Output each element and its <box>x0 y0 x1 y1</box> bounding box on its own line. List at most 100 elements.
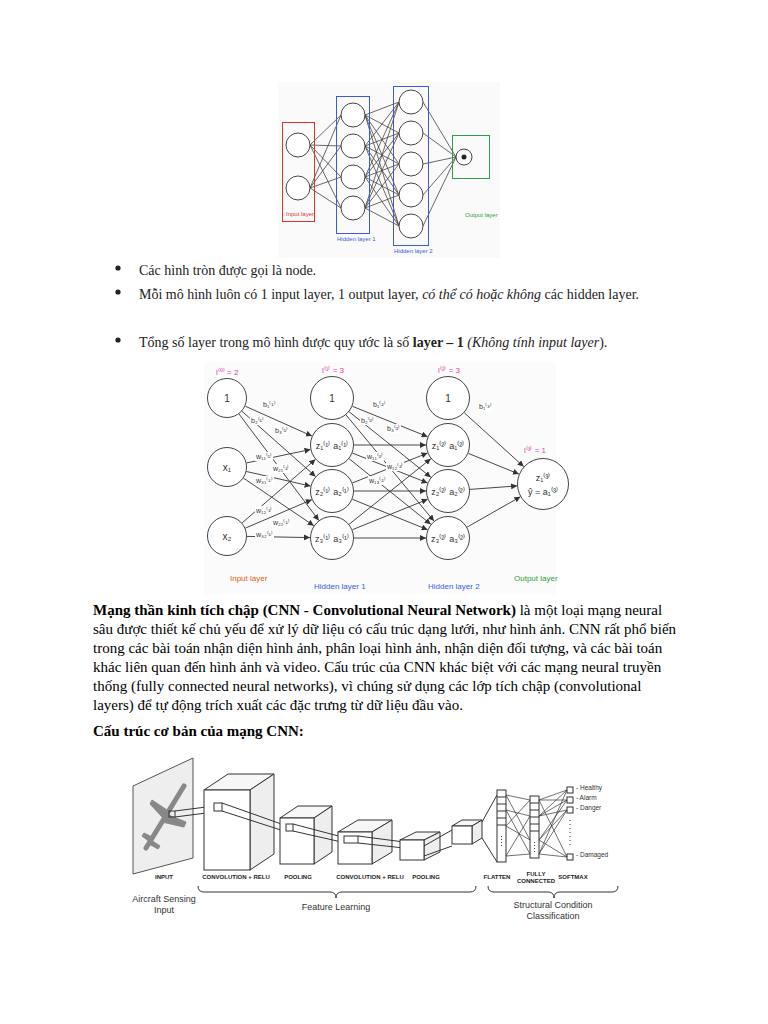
weight-connector <box>464 413 523 467</box>
weight-connector <box>353 453 428 483</box>
weight-label: b₁⁽¹⁾ <box>262 400 277 409</box>
dense-link <box>506 810 530 854</box>
weight-label: b₁⁽²⁾ <box>372 400 387 409</box>
box-side <box>314 806 332 864</box>
conv-volume <box>204 774 274 870</box>
neuron-node: 1 <box>310 376 354 420</box>
bullet-text: Tổng số layer trong mô hình được quy ước… <box>139 335 413 350</box>
node-text: a₁⁽¹⁾ <box>333 439 348 452</box>
layer-size: l⁽²⁾ = 3 <box>438 364 460 375</box>
bracket <box>488 886 618 898</box>
node-text: a₂⁽²⁾ <box>449 485 465 498</box>
projection-line <box>482 795 497 862</box>
bracket <box>198 886 476 898</box>
box-front <box>400 840 424 860</box>
box-front <box>452 826 472 844</box>
weight-label: w₁₁⁽²⁾ <box>366 452 384 461</box>
column-cell <box>497 825 506 826</box>
figure-caption: Aircraft Sensing Input <box>126 894 202 916</box>
dense-link <box>539 790 567 816</box>
ellipsis-dots <box>501 836 502 846</box>
weight-connector <box>349 412 431 477</box>
weight-connector <box>247 472 311 487</box>
neuron-circle <box>286 133 310 157</box>
class-square <box>567 787 573 793</box>
pooling-volume <box>400 832 440 860</box>
layer-caption: Output layer <box>514 574 558 583</box>
dense-link <box>539 810 567 816</box>
dense-link <box>506 795 530 800</box>
neuron-circle <box>399 183 423 207</box>
neuron-circle <box>456 149 472 165</box>
bullet-emphasis: (Không tính input layer <box>464 335 599 350</box>
layer-size: l⁽¹⁾ = 3 <box>322 364 344 375</box>
figure-caption: Structural Condition Classification <box>500 900 606 922</box>
dense-link <box>539 790 567 854</box>
class-label: - Healthy <box>576 784 602 791</box>
figure-ground <box>204 362 556 594</box>
weight-label: b₃⁽¹⁾ <box>274 426 289 435</box>
class-square <box>567 854 573 860</box>
column-cell <box>530 803 539 804</box>
layer-caption: Hidden layer 1 <box>314 582 366 591</box>
neuron-node: z₁⁽¹⁾a₁⁽¹⁾ <box>310 423 354 467</box>
weight-connector <box>354 445 426 446</box>
class-label: - Danger <box>576 804 601 811</box>
bullet-emphasis: có thể có hoặc không <box>422 287 541 302</box>
weight-label: b₂⁽¹⁾ <box>250 416 265 425</box>
node-text: z₂⁽¹⁾ <box>315 485 330 498</box>
dense-link <box>506 816 530 856</box>
weight-connector <box>245 500 311 528</box>
text-block: Các hình tròn được gọi là node. <box>139 259 679 282</box>
projection-line <box>424 830 452 856</box>
node-text-row: x₁ <box>223 462 231 473</box>
node-text-row: 1 <box>445 393 451 404</box>
weight-connector <box>245 406 312 436</box>
node-text-row: z₃⁽²⁾a₃⁽²⁾ <box>431 532 465 545</box>
dense-link <box>539 810 567 840</box>
class-label: - Damaged <box>576 851 608 858</box>
section-heading: Cấu trúc cơ bản của mạng CNN: <box>93 722 304 741</box>
column-cell <box>497 797 506 798</box>
weight-connector <box>352 499 427 529</box>
pooling-volume <box>452 820 482 844</box>
layer-caption: Input layer <box>286 211 314 217</box>
ellipsis-dots <box>534 842 535 852</box>
dense-link <box>539 790 567 800</box>
neuron-node: x₁ <box>207 447 247 487</box>
node-text: x₂ <box>223 531 232 542</box>
neuron-circle <box>399 214 423 238</box>
node-text: 1 <box>224 393 230 404</box>
neuron-circle <box>341 196 365 220</box>
neuron-circle <box>399 90 423 114</box>
layer-caption: Hidden layer 2 <box>394 248 433 254</box>
neuron-circle <box>286 176 310 200</box>
layer-caption: Output layer <box>465 212 498 218</box>
weight-label: w₃₂⁽¹⁾ <box>255 530 274 539</box>
layer-size: l⁽⁰⁾ = 2 <box>216 366 238 377</box>
bullet-dot <box>115 289 120 294</box>
column-cell <box>530 817 539 818</box>
kernel-square <box>344 836 358 843</box>
column-cell <box>530 824 539 825</box>
pooling-volume <box>280 806 332 864</box>
node-text: x₁ <box>223 462 231 473</box>
neuron-circle <box>341 165 365 189</box>
neuron-node: z₃⁽²⁾a₃⁽²⁾ <box>426 516 470 560</box>
column-cell <box>497 804 506 805</box>
node-text-row: x₂ <box>223 531 232 542</box>
neuron-node: x₂ <box>207 516 247 556</box>
conv-volume <box>338 820 392 864</box>
layer-caption: Hidden layer 1 <box>337 236 376 242</box>
weight-label: w₁₂⁽²⁾ <box>386 462 404 471</box>
figure-ground <box>278 82 500 258</box>
vector-column <box>497 790 506 862</box>
column-cell <box>497 818 506 819</box>
text-block: Tổng số layer trong mô hình được quy ước… <box>139 331 699 354</box>
node-text: a₃⁽²⁾ <box>449 532 465 545</box>
ellipsis-dots <box>570 820 571 846</box>
dense-link <box>539 800 567 816</box>
node-text: z₃⁽²⁾ <box>431 532 446 545</box>
node-text-row: z₁⁽²⁾a₁⁽²⁾ <box>432 439 465 452</box>
weight-label: w₁₂⁽¹⁾ <box>255 506 273 515</box>
